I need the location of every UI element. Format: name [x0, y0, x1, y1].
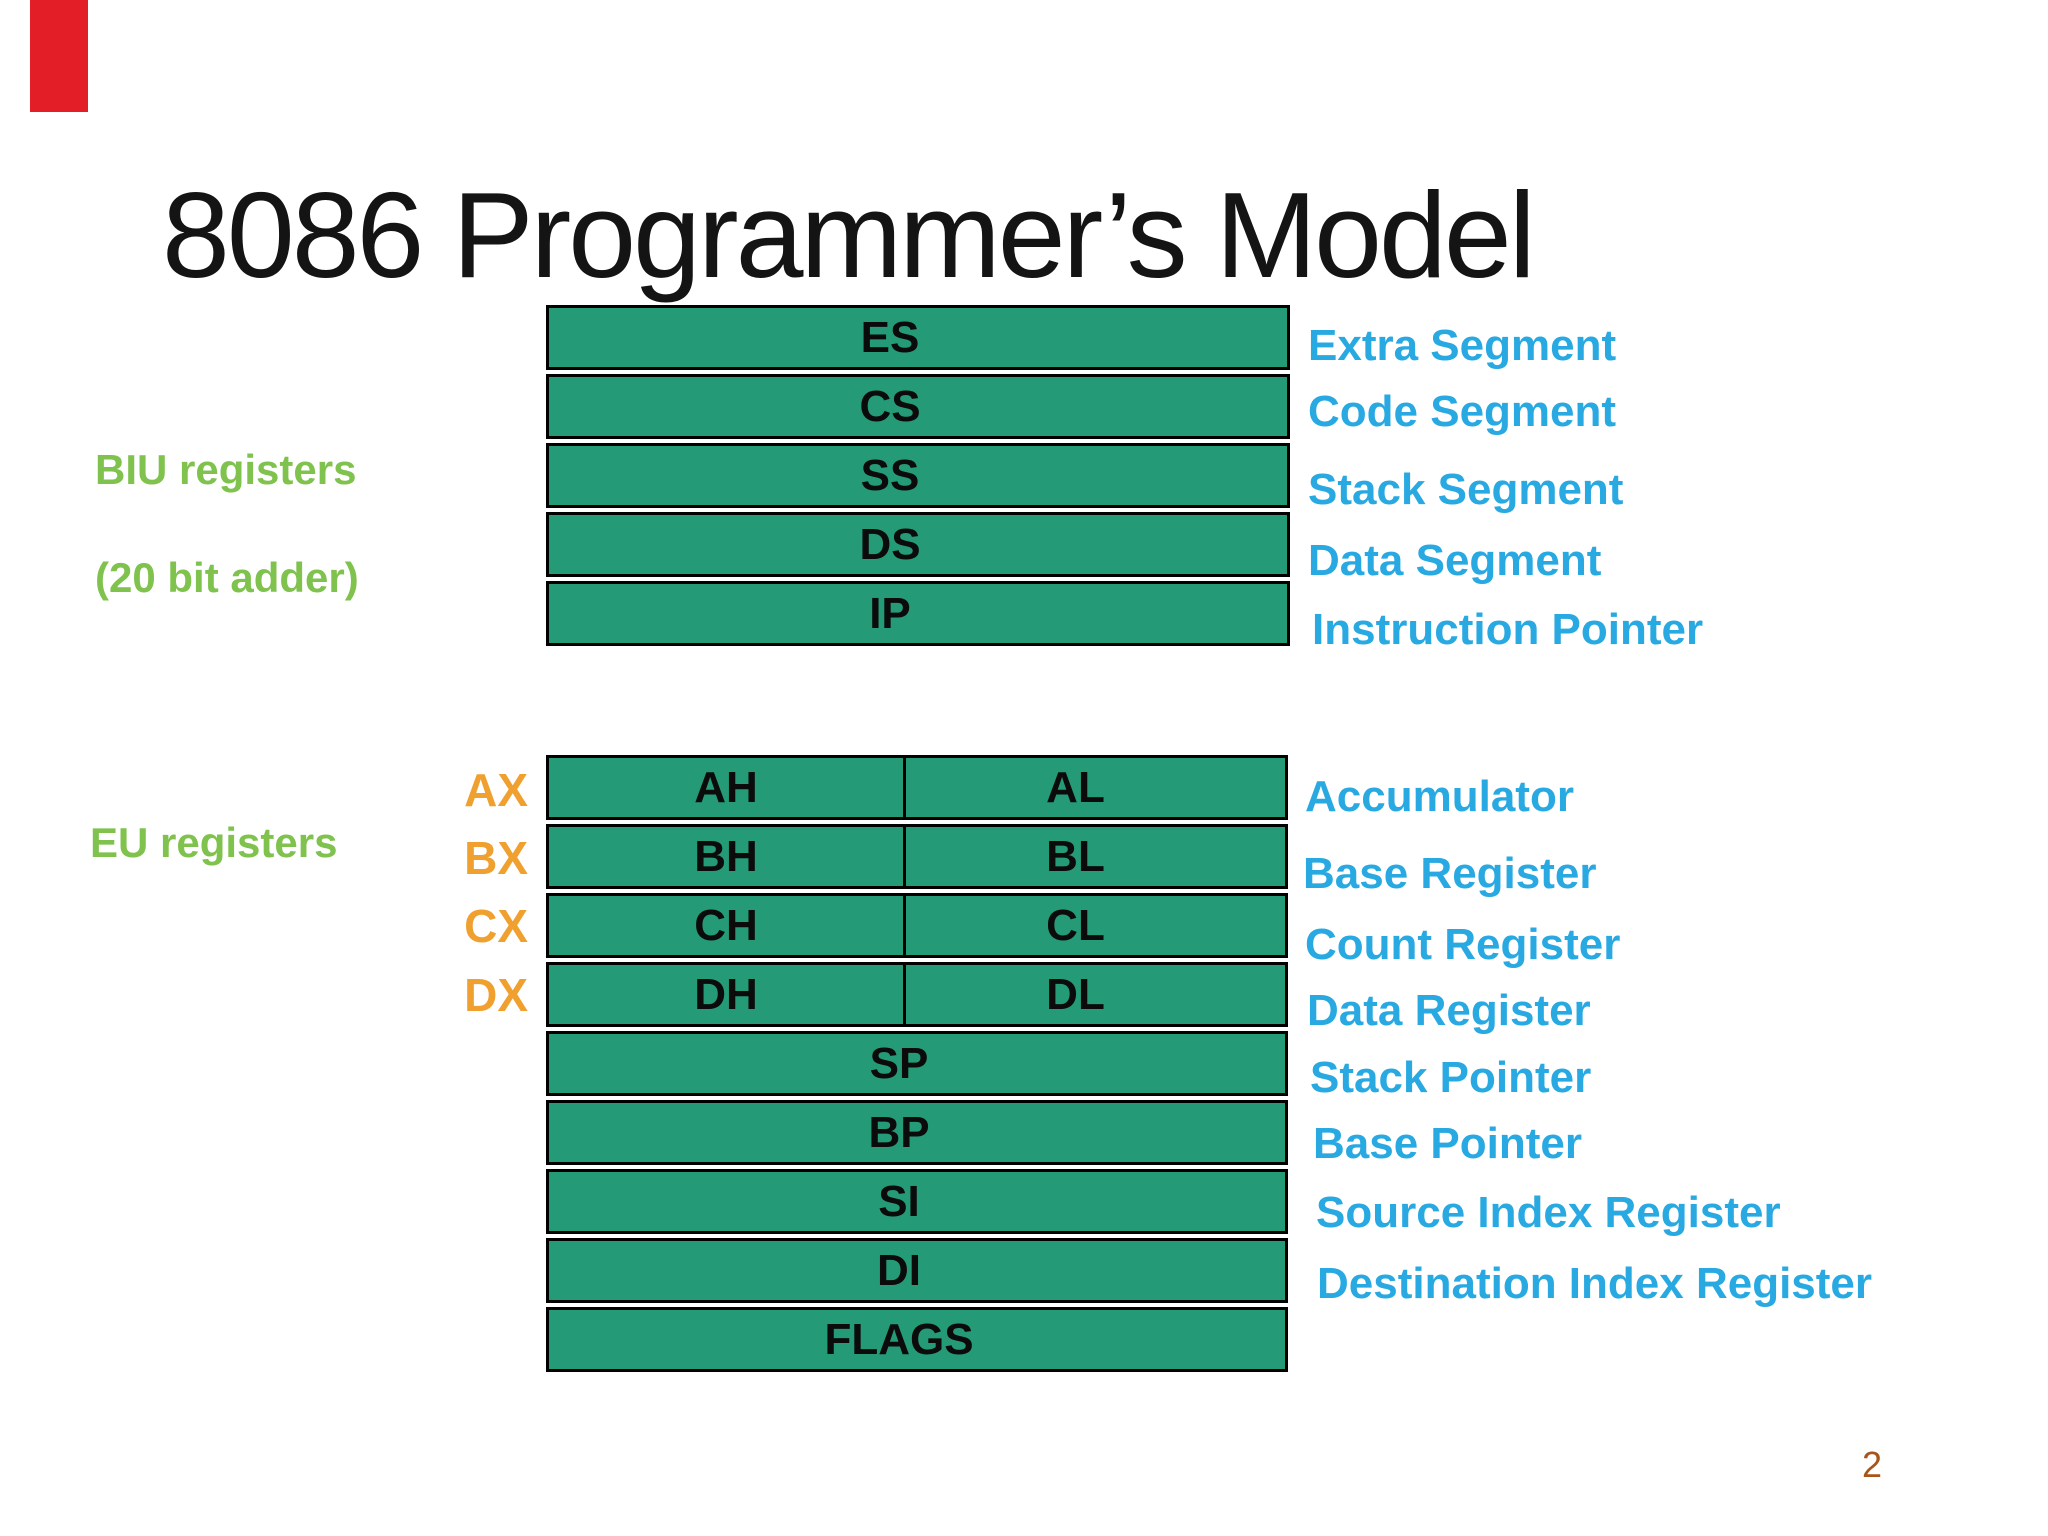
label-instruction-pointer: Instruction Pointer [1312, 605, 1704, 654]
label-base-register: Base Register [1303, 849, 1597, 898]
register-row-es: ES [546, 305, 1290, 370]
eu-register-block: AH AL BH BL CH CL DH DL SP BP SI DI FLAG… [546, 755, 1288, 1372]
register-name-dx: DX [464, 969, 528, 1021]
register-name-ax: AX [464, 764, 528, 816]
register-code-cl: CL [903, 896, 1285, 955]
register-code-al: AL [903, 758, 1285, 817]
register-code-si: SI [878, 1176, 920, 1226]
biu-adder-label: (20 bit adder) [95, 554, 359, 601]
register-name-bx: BX [464, 832, 528, 884]
label-base-pointer: Base Pointer [1313, 1119, 1582, 1168]
register-row-ds: DS [546, 512, 1290, 577]
label-data-register: Data Register [1307, 986, 1591, 1035]
label-source-index-register: Source Index Register [1316, 1188, 1781, 1237]
label-destination-index-register: Destination Index Register [1317, 1259, 1873, 1308]
register-row-sp: SP [546, 1031, 1288, 1096]
register-code-ch: CH [694, 900, 758, 950]
label-stack-segment: Stack Segment [1308, 465, 1624, 514]
register-code-dl: DL [903, 965, 1285, 1024]
register-row-ss: SS [546, 443, 1290, 508]
register-row-bx: BH BL [546, 824, 1288, 889]
eu-registers-label: EU registers [90, 819, 338, 866]
register-row-cx: CH CL [546, 893, 1288, 958]
label-stack-pointer: Stack Pointer [1310, 1053, 1592, 1102]
register-code-es: ES [860, 312, 920, 362]
register-code-ds: DS [859, 519, 921, 569]
label-count-register: Count Register [1305, 920, 1621, 969]
register-row-ip: IP [546, 581, 1290, 646]
page-number: 2 [1862, 1444, 1883, 1485]
register-row-di: DI [546, 1238, 1288, 1303]
label-data-segment: Data Segment [1308, 536, 1602, 585]
biu-registers-label: BIU registers [95, 446, 357, 493]
register-row-cs: CS [546, 374, 1290, 439]
register-code-cs: CS [859, 381, 921, 431]
register-row-si: SI [546, 1169, 1288, 1234]
register-name-cx: CX [464, 900, 528, 952]
register-code-sp: SP [869, 1038, 929, 1088]
label-code-segment: Code Segment [1308, 387, 1617, 436]
register-row-bp: BP [546, 1100, 1288, 1165]
register-code-bh: BH [694, 831, 758, 881]
label-accumulator: Accumulator [1305, 772, 1574, 821]
page-title: 8086 Programmer’s Model [162, 167, 1536, 303]
register-code-ss: SS [860, 450, 920, 500]
register-code-bl: BL [903, 827, 1285, 886]
register-code-ah: AH [694, 762, 758, 812]
red-accent-bar [30, 0, 88, 112]
register-code-di: DI [877, 1245, 921, 1295]
register-row-flags: FLAGS [546, 1307, 1288, 1372]
register-row-dx: DH DL [546, 962, 1288, 1027]
register-code-ip: IP [869, 588, 911, 638]
label-extra-segment: Extra Segment [1308, 321, 1617, 370]
biu-register-block: ES CS SS DS IP [546, 305, 1290, 646]
register-code-flags: FLAGS [824, 1314, 974, 1364]
register-row-ax: AH AL [546, 755, 1288, 820]
register-code-bp: BP [868, 1107, 930, 1157]
register-code-dh: DH [694, 969, 758, 1019]
